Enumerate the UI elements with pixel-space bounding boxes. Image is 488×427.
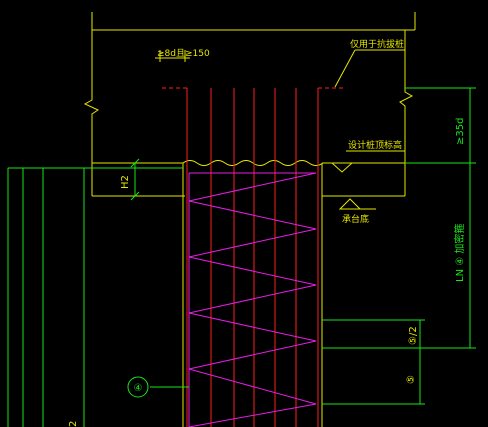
cap-right-break-line — [399, 30, 414, 196]
pile-top-elevation-label: 设计桩顶标高 — [348, 139, 402, 151]
anchor-note-leader — [334, 49, 356, 88]
dim-h2-tick-bottom — [130, 191, 140, 201]
dimension-lines — [7, 87, 476, 427]
anchorage-length-label: ≥35d — [455, 118, 466, 145]
spiral-stirrup — [188, 172, 317, 427]
pile-top-wavy-line — [182, 160, 324, 166]
spacing-half-label: ⑤/2 — [408, 326, 419, 345]
longitudinal-rebars — [186, 88, 319, 427]
pile-cap-outline — [83, 12, 416, 427]
stirrup-mark-label: ④ — [134, 383, 143, 394]
elevation-marker — [330, 162, 354, 173]
dim-h2-tick-top — [130, 158, 140, 168]
h2-label: H2 — [120, 175, 131, 189]
left-dim-label: 2 — [68, 421, 79, 427]
anchor-note-label: 仅用于抗拔桩 — [350, 38, 404, 50]
cap-bottom-marker — [338, 198, 362, 210]
stirrup-callout-circle — [127, 376, 149, 398]
spacing-rule-label: ≥8d且≥150 — [157, 48, 210, 59]
stirrup-zigzag — [188, 172, 317, 427]
cap-left-break-line — [83, 30, 100, 196]
cap-bottom-label: 承台底 — [342, 213, 369, 225]
spiral-zone-label: LN ④ 加密箍 — [453, 224, 466, 282]
spacing-full-label: ⑤ — [406, 375, 417, 384]
